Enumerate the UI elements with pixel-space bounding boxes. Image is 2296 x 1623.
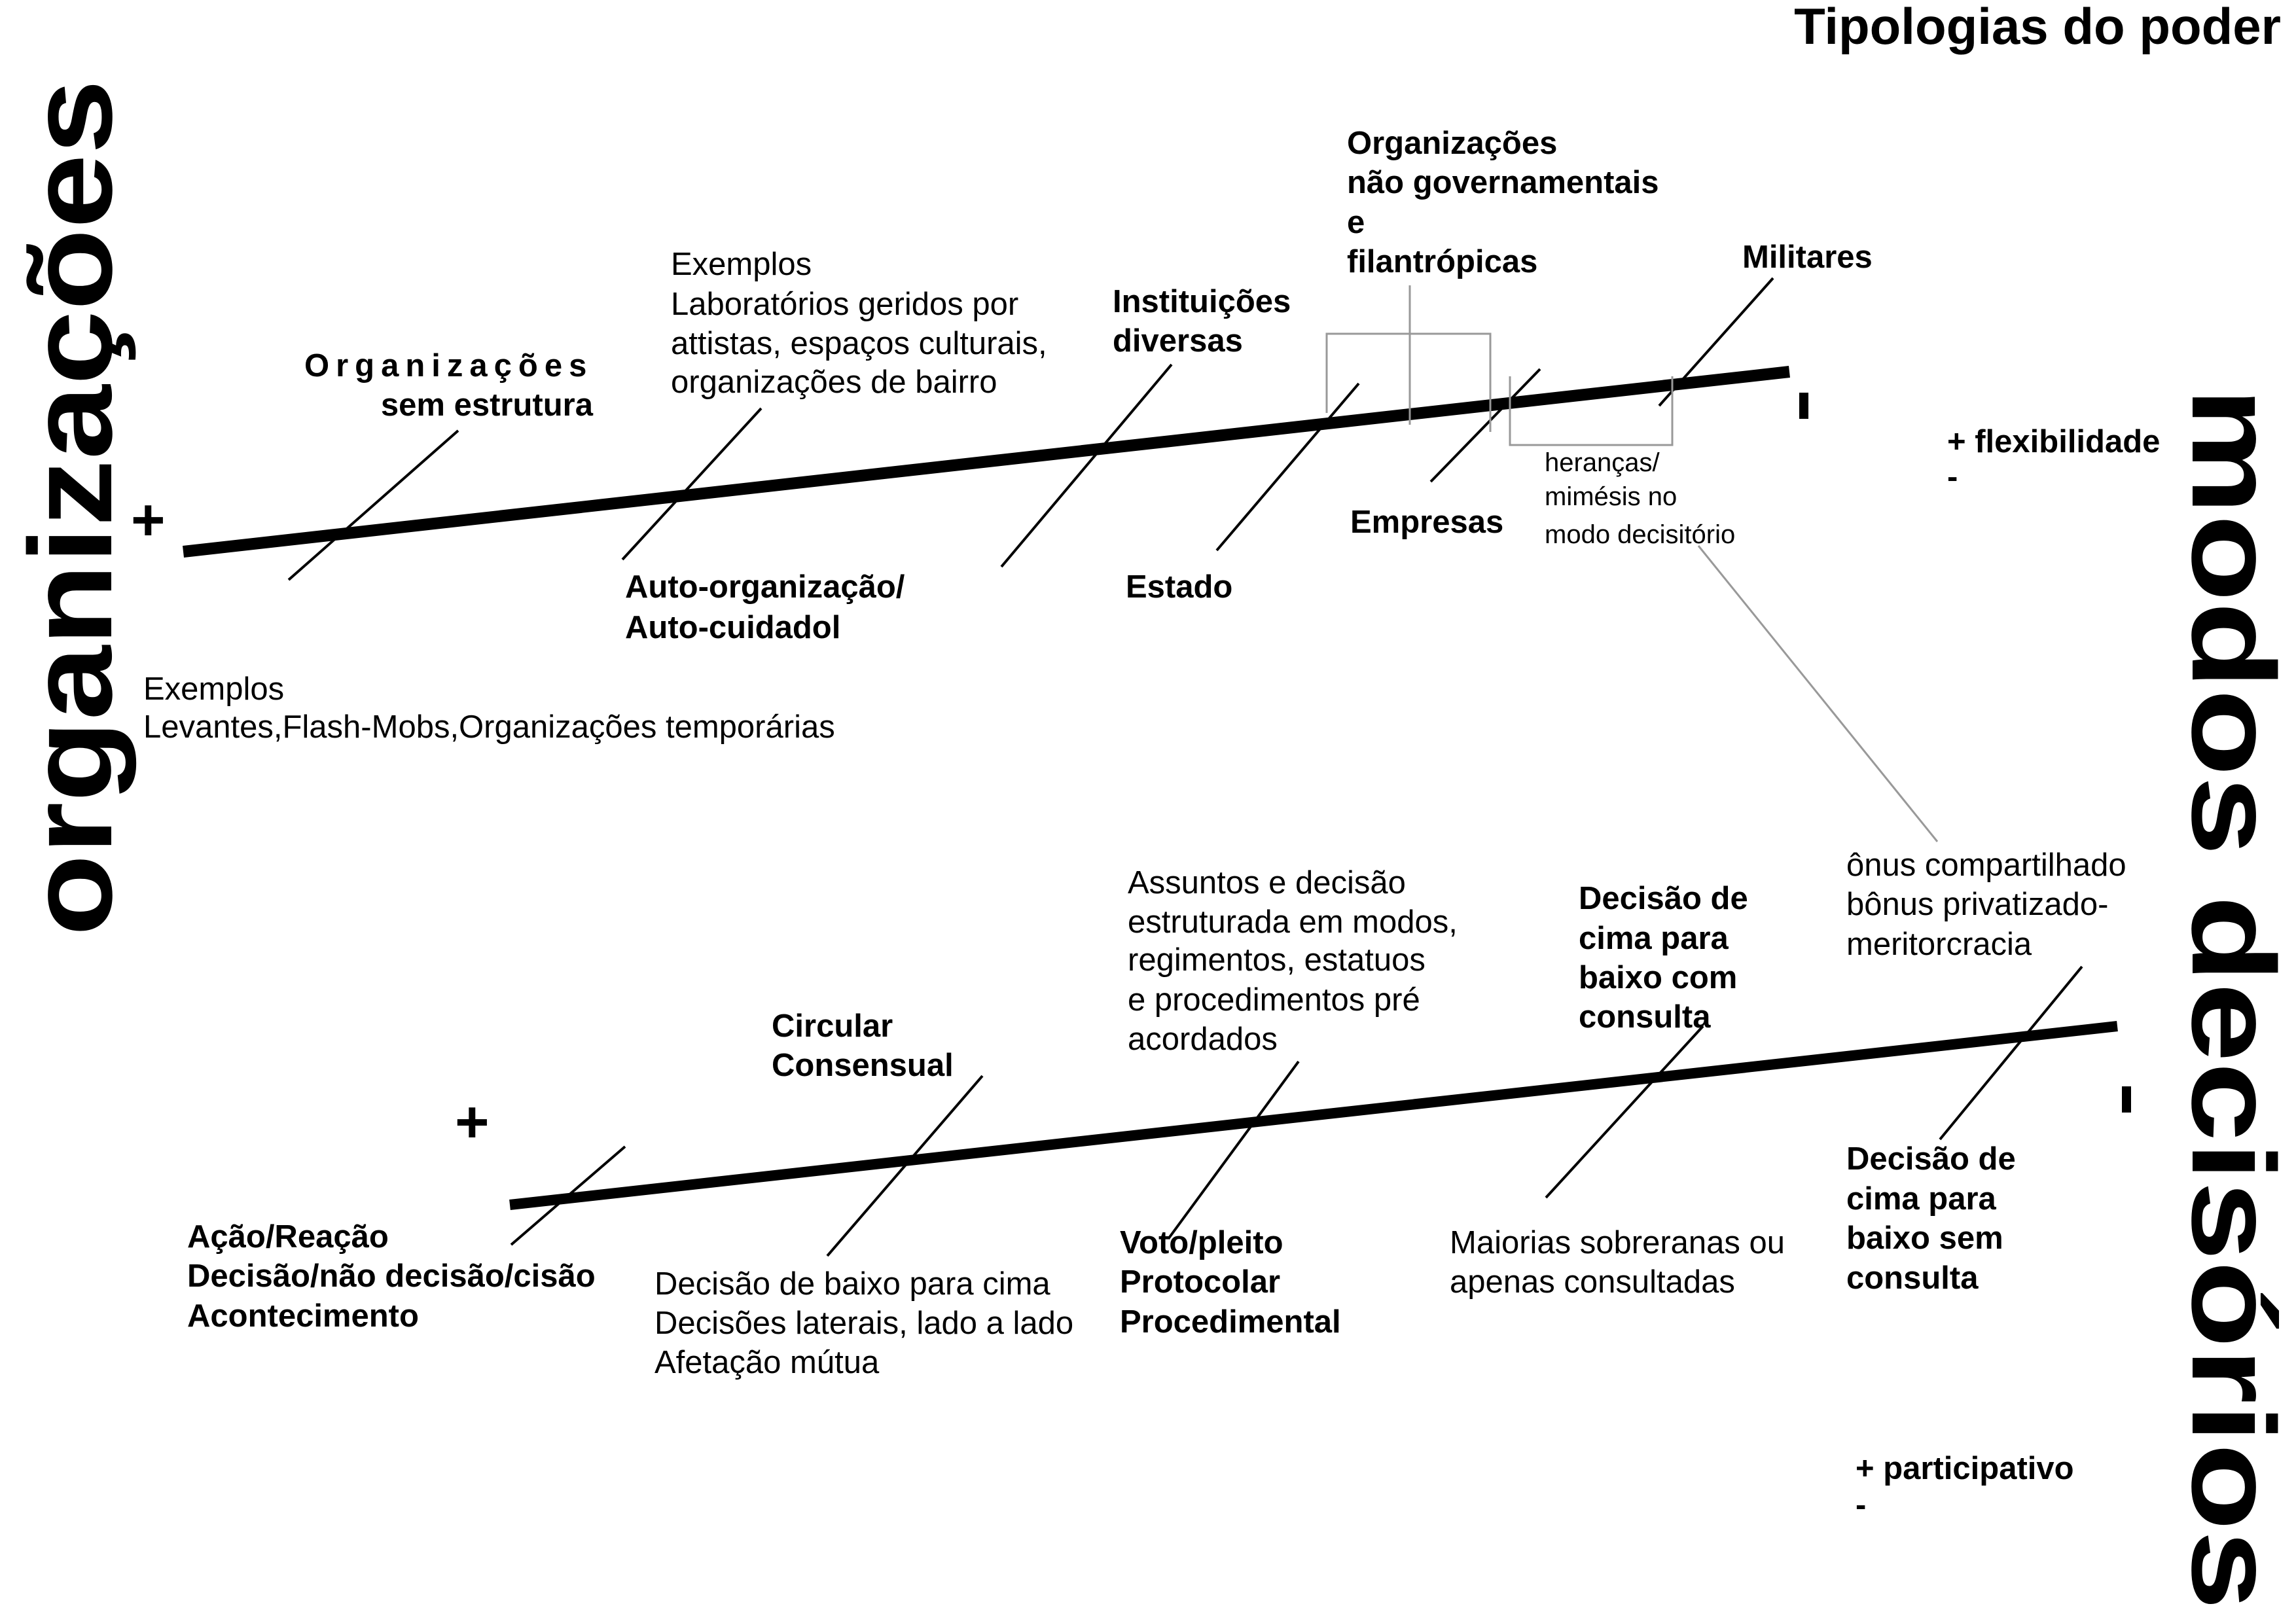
acao-3: Acontecimento: [187, 1298, 419, 1334]
herancas-bracket: [1509, 376, 1674, 446]
acao-2: Decisão/não decisão/cisão: [187, 1258, 596, 1294]
grouping-brackets: [1325, 285, 1939, 842]
voto-1: Voto/pleito: [1120, 1225, 1283, 1260]
label-participativo-minus: -: [1856, 1488, 1866, 1523]
onus-1: ônus compartilhado: [1846, 847, 2126, 883]
exemplos-laboratorios: Exemplos Laboratórios geridos por attist…: [671, 247, 1047, 400]
label-instituicoes: Instituições: [1113, 284, 1291, 319]
baixo-3: Afetação mútua: [655, 1345, 880, 1380]
cima-sem-3: baixo sem: [1846, 1221, 2003, 1256]
label-ong-4: filantrópicas: [1347, 244, 1537, 279]
text-line: organizações de bairro: [671, 365, 997, 400]
plus-sign-bottom: +: [455, 1090, 490, 1155]
maiorias-1: Maiorias sobreranas ou: [1450, 1225, 1785, 1260]
axis-label-modos-decisorios: modos decisórios: [2167, 387, 2296, 1610]
cima-com-3: baixo com: [1579, 960, 1737, 995]
label-flexibilidade-minus: -: [1947, 459, 1958, 495]
circular-2: Consensual: [772, 1048, 954, 1083]
label-ong-1: Organizações: [1347, 126, 1557, 161]
baixo-2: Decisões laterais, lado a lado: [655, 1306, 1073, 1341]
label-participativo: + participativo: [1856, 1451, 2074, 1486]
cima-com-1: Decisão de: [1579, 881, 1748, 916]
label-estado: Estado: [1126, 569, 1232, 605]
cima-sem-4: consulta: [1846, 1260, 1979, 1296]
diagram-title: Tipologias do poder: [1794, 0, 2281, 55]
tick-empresas: [1429, 368, 1541, 483]
assuntos-3: regimentos, estatuos: [1128, 942, 1426, 978]
cima-sem-1: Decisão de: [1846, 1141, 2016, 1177]
tick-cima-sem: [1939, 965, 2083, 1141]
baixo-1: Decisão de baixo para cima: [655, 1266, 1050, 1302]
top-axis-ticks: [287, 277, 1774, 581]
label-organizacoes: Organizações: [304, 348, 593, 383]
tick-auto-organizacao: [621, 407, 762, 561]
tick-estado: [1215, 382, 1360, 552]
tick-acao: [510, 1145, 626, 1246]
label-herancas-2: mimésis no: [1545, 482, 1677, 511]
text-line: Laboratórios geridos por: [671, 287, 1018, 322]
assuntos-4: e procedimentos pré: [1128, 982, 1420, 1018]
text-line: Exemplos: [671, 247, 812, 282]
exemplos-levantes-1: Exemplos: [143, 671, 284, 707]
text-line: attistas, espaços culturais,: [671, 326, 1047, 361]
minus-sign-top: [1799, 393, 1808, 419]
assuntos-5: acordados: [1128, 1022, 1278, 1057]
label-sem-estrutura: sem estrutura: [381, 387, 594, 423]
assuntos-2: estruturada em modos,: [1128, 904, 1458, 940]
cima-com-2: cima para: [1579, 921, 1729, 956]
label-herancas-1: heranças/: [1545, 448, 1660, 477]
tick-sem-estrutura: [287, 429, 459, 581]
tick-militares: [1658, 277, 1774, 407]
assuntos-1: Assuntos e decisão: [1128, 865, 1406, 901]
label-ong-2: não governamentais: [1347, 165, 1659, 200]
voto-2: Protocolar: [1120, 1264, 1280, 1300]
decision-modes-axis-line: [509, 1021, 2118, 1210]
axis-label-organizacoes: organizações: [5, 80, 137, 936]
bottom-axis-ticks: [510, 965, 2083, 1257]
label-flexibilidade: + flexibilidade: [1947, 424, 2160, 459]
ong-bracket: [1325, 332, 1492, 432]
voto-3: Procedimental: [1120, 1304, 1341, 1340]
cima-com-4: consulta: [1579, 999, 1711, 1035]
herancas-connector: [1697, 545, 1939, 842]
organizations-axis-line: [182, 366, 1791, 558]
circular-1: Circular: [772, 1008, 893, 1044]
label-auto-organizacao: Auto-organização/: [625, 569, 905, 605]
label-auto-cuidado: Auto-cuidadol: [625, 610, 840, 645]
label-herancas-3: modo decisitório: [1545, 520, 1735, 549]
minus-sign-bottom: [2122, 1086, 2131, 1113]
onus-2: bônus privatizado-: [1846, 887, 2108, 922]
acao-1: Ação/Reação: [187, 1219, 389, 1255]
label-ong-3: e: [1347, 205, 1365, 240]
maiorias-2: apenas consultadas: [1450, 1264, 1735, 1300]
label-empresas: Empresas: [1350, 505, 1503, 540]
plus-sign-top: +: [131, 488, 166, 553]
tick-circular: [826, 1075, 984, 1257]
tick-instituicoes: [1000, 363, 1173, 568]
tick-voto: [1167, 1060, 1300, 1240]
tick-cima-com: [1545, 1025, 1704, 1199]
onus-3: meritorcracia: [1846, 927, 2032, 962]
exemplos-levantes-2: Levantes,Flash-Mobs,Organizações temporá…: [143, 709, 835, 745]
label-militares: Militares: [1742, 240, 1873, 275]
label-diversas: diversas: [1113, 323, 1243, 359]
cima-sem-2: cima para: [1846, 1181, 1997, 1217]
